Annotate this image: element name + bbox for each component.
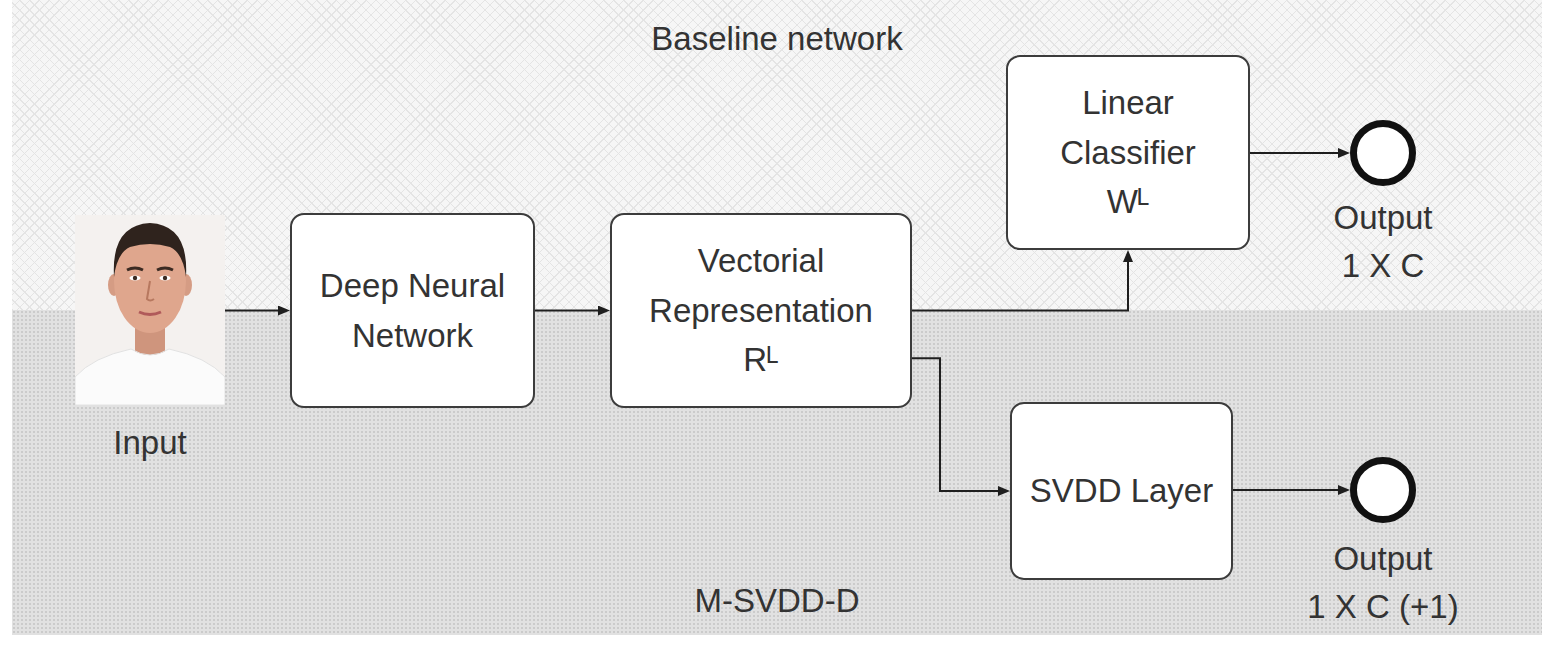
eye: [160, 275, 171, 280]
output-circle-outline: [1354, 124, 1413, 183]
eyebrow: [127, 268, 143, 270]
pupil: [163, 276, 167, 280]
node-caption: Output 1 X C (+1): [1307, 535, 1458, 631]
flow-arrow: [912, 256, 1128, 311]
flow-arrow: [1250, 152, 1344, 154]
mouth: [139, 312, 161, 315]
output-circle-outline: [1354, 461, 1413, 520]
eye: [130, 275, 141, 280]
nose: [147, 281, 154, 301]
eyebrow: [157, 268, 173, 270]
process-box: SVDD Layer: [1010, 402, 1233, 580]
face-photo: [75, 215, 225, 405]
photo-ground: [75, 215, 225, 405]
box-label: Rᴸ: [743, 335, 778, 385]
pupil: [133, 276, 137, 280]
flow-arrow: [912, 358, 1004, 491]
process-box: Vectorial RepresentationRᴸ: [610, 213, 912, 408]
box-label: Vectorial Representation: [622, 236, 900, 335]
output-node: Output 1 X C (+1): [1350, 457, 1416, 523]
node-caption: Output 1 X C: [1333, 194, 1432, 290]
shirt: [75, 349, 225, 405]
hair: [114, 223, 186, 277]
edge-group: [225, 153, 1344, 491]
output-node: Output 1 X C: [1350, 120, 1416, 186]
node-caption: Input: [113, 419, 186, 467]
flow-arrow: [1233, 489, 1344, 491]
process-box: Linear ClassifierWᴸ: [1006, 55, 1250, 250]
output-circle: [1350, 457, 1416, 523]
flow-arrow: [225, 310, 284, 312]
region-label: M-SVDD-D: [695, 576, 860, 626]
box-label: Wᴸ: [1107, 177, 1150, 227]
box-label: SVDD Layer: [1030, 466, 1213, 516]
output-circle: [1350, 120, 1416, 186]
box-label: Deep Neural Network: [302, 261, 523, 360]
region-label: Baseline network: [651, 14, 902, 64]
flow-arrow: [535, 310, 604, 312]
process-box: Deep Neural Network: [290, 213, 535, 408]
box-label: Linear Classifier: [1018, 78, 1238, 177]
